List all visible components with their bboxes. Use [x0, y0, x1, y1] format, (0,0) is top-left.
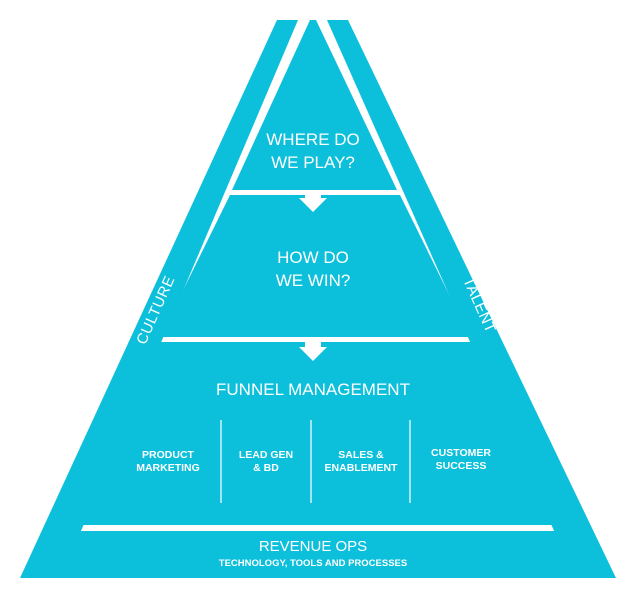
tier-top-label: WHERE DO WE PLAY? [238, 128, 388, 174]
funnel-column-line2: SUCCESS [435, 460, 487, 472]
funnel-column-line1: LEAD GEN [238, 449, 294, 461]
funnel-column-sales-enablement: SALES & ENABLEMENT [314, 449, 408, 475]
funnel-column-product-marketing: PRODUCT MARKETING [126, 449, 210, 475]
funnel-title: FUNNEL MANAGEMENT [216, 380, 410, 399]
tier-base [43, 531, 595, 578]
base-subtitle: TECHNOLOGY, TOOLS AND PROCESSES [218, 558, 408, 569]
funnel-column-line1: SALES & [338, 449, 384, 461]
culture-band [20, 20, 298, 578]
funnel-column-line2: MARKETING [136, 462, 200, 474]
funnel-column-line1: CUSTOMER [431, 447, 491, 459]
tier-top [232, 20, 397, 190]
tier-middle-label: HOW DO WE WIN? [238, 246, 388, 292]
funnel-column-line2: ENABLEMENT [324, 462, 398, 474]
down-arrow-icon [299, 190, 327, 212]
tier-middle [160, 195, 470, 337]
talent-band [327, 20, 616, 578]
funnel-column-lead-gen: LEAD GEN & BD [224, 449, 308, 475]
tier-middle-line1: HOW DO [277, 248, 349, 267]
funnel-column-line2: & BD [253, 462, 279, 474]
funnel-column-line1: PRODUCT [142, 449, 194, 461]
funnel-column-customer-success: CUSTOMER SUCCESS [416, 447, 506, 473]
tier-middle-line2: WE WIN? [275, 271, 351, 290]
tier-funnel [76, 342, 555, 525]
tier-top-line1: WHERE DO [266, 130, 360, 149]
base-title: REVENUE OPS [258, 538, 368, 555]
tier-top-line2: WE PLAY? [271, 153, 355, 172]
down-arrow-icon [299, 337, 327, 361]
